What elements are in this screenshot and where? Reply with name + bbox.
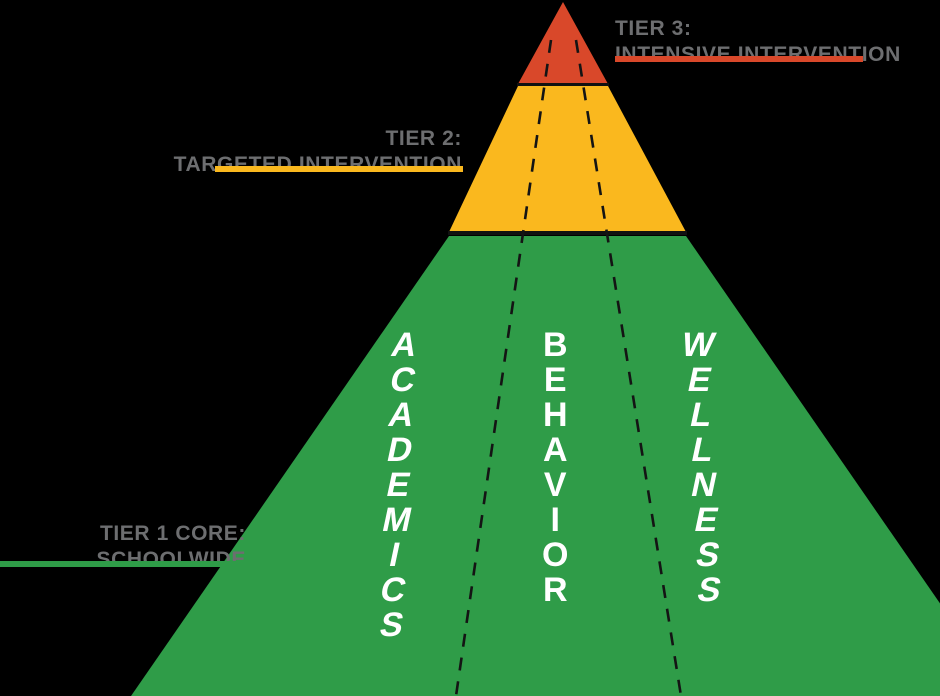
tier3-label-line1: TIER 3: [615, 17, 692, 40]
tier2-label-line2: TARGETED INTERVENTION [173, 153, 462, 176]
pillar-letter: E [382, 466, 414, 504]
pillar-letter: H [542, 396, 568, 434]
pillar-divider-right [574, 39, 683, 696]
pillar-letter: B [542, 326, 568, 364]
pillar-letter: E [690, 501, 722, 539]
pillar-letter: L [688, 431, 718, 469]
tier1-underline-rule [0, 561, 246, 567]
tier2-tier1-divider [448, 231, 687, 235]
pillar-letter: D [383, 431, 417, 469]
pillar-letter: O [542, 536, 569, 574]
pillar-letter: A [384, 396, 418, 434]
pillar-letter: S [693, 571, 725, 609]
tier3-underline-rule [615, 56, 863, 62]
pillar-letter: L [686, 396, 716, 434]
pillar-letter: E [684, 361, 716, 399]
tier3-label-line2: INTENSIVE INTERVENTION [615, 43, 901, 66]
pillar-letter: W [678, 326, 719, 364]
pillar-divider-left [454, 39, 553, 696]
pillar-letter: I [550, 501, 560, 539]
pillar-letter: M [378, 501, 415, 539]
pillar-letter: A [388, 326, 421, 364]
tier2-label-line1: TIER 2: [385, 127, 462, 150]
pillar-letter: V [543, 466, 567, 504]
tier3-tier2-divider [517, 83, 609, 86]
tier1-label-line2: SCHOOLWIDE [96, 548, 246, 571]
pillar-letter: N [688, 466, 721, 504]
pillar-letter: C [377, 571, 410, 609]
pillar-letter: E [543, 361, 567, 399]
pillar-letter: R [542, 571, 568, 609]
tier2-underline-rule [215, 166, 463, 172]
tier1-label-line1: TIER 1 CORE: [99, 522, 246, 545]
pillar-letter: A [542, 431, 568, 469]
pillar-letter: S [692, 536, 723, 574]
tier1-green-band [131, 236, 940, 696]
pillar-letter: I [386, 536, 404, 574]
tier2-yellow-band [449, 86, 686, 232]
tier3-red-apex [518, 2, 608, 84]
pillar-letter: S [376, 606, 408, 644]
pillar-letter: C [386, 361, 420, 399]
